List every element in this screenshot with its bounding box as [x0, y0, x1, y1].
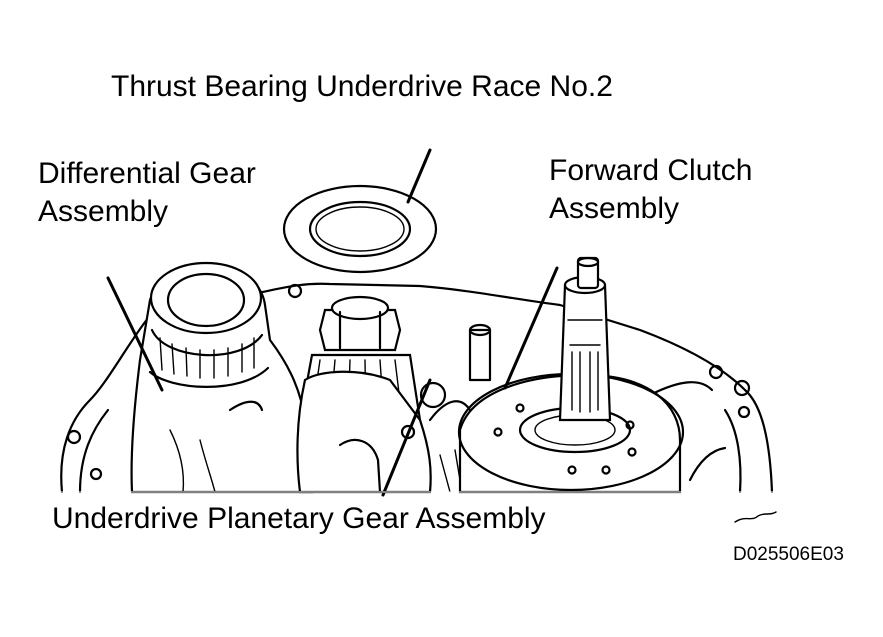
forward-clutch-drum: [457, 323, 685, 494]
label-forward-line2: Assembly: [549, 192, 680, 225]
label-forward-clutch-assembly: Forward Clutch Assembly: [549, 152, 752, 228]
figure-code: D025506E03: [733, 544, 844, 565]
leader-differential: [106, 276, 164, 392]
leader-planetary: [381, 378, 432, 497]
planetary-gear-body: [296, 370, 472, 494]
label-underdrive-planetary: Underdrive Planetary Gear Assembly: [52, 502, 546, 535]
label-thrust-bearing: Thrust Bearing Underdrive Race No.2: [111, 70, 613, 103]
label-differential-gear-assembly: Differential Gear Assembly: [38, 155, 256, 231]
leader-lines: [106, 148, 559, 497]
label-differential-line2: Assembly: [38, 195, 169, 228]
leader-forward-clutch: [503, 266, 559, 390]
case-mark: [734, 511, 777, 523]
differential-gear-body: [130, 261, 314, 494]
label-differential-line1: Differential Gear: [38, 157, 256, 190]
thrust-race-washer: [282, 184, 438, 274]
input-shaft: [558, 256, 612, 422]
transaxle-case: [60, 282, 774, 494]
label-forward-line1: Forward Clutch: [549, 154, 753, 187]
leader-thrust-race: [406, 148, 432, 204]
